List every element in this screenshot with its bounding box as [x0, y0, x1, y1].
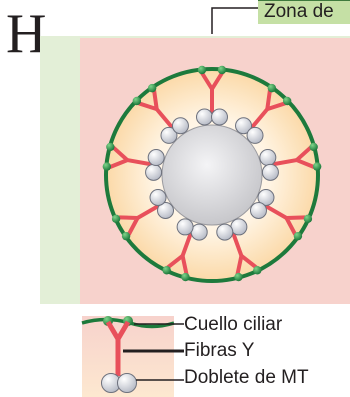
membrane-bead	[133, 97, 141, 105]
membrane-bead	[304, 215, 312, 223]
microtubule	[197, 109, 213, 125]
microtubule	[260, 150, 276, 166]
microtubule	[250, 202, 266, 218]
membrane-bead	[309, 143, 317, 151]
microtubule	[150, 190, 166, 206]
legend-doublet-b	[118, 374, 137, 393]
microtubule	[172, 118, 188, 134]
microtubule	[212, 109, 228, 125]
membrane-bead	[268, 84, 276, 92]
membrane-bead	[234, 273, 242, 281]
axoneme-lumen	[162, 125, 262, 225]
microtubule	[247, 127, 263, 143]
membrane-bead	[103, 162, 111, 170]
membrane-bead	[112, 215, 120, 223]
membrane-bead	[122, 232, 130, 240]
membrane-bead	[313, 162, 321, 170]
membrane-bead	[106, 143, 114, 151]
microtubule	[231, 219, 247, 235]
membrane-bead	[294, 232, 302, 240]
membrane-bead	[218, 66, 226, 74]
zone-label: Zona de	[258, 0, 350, 24]
microtubule	[148, 150, 164, 166]
microtubule	[262, 164, 278, 180]
membrane-bead	[148, 84, 156, 92]
legend-label-fibers: Fibras Y	[184, 340, 254, 362]
membrane-bead	[283, 97, 291, 105]
microtubule	[217, 224, 233, 240]
membrane-bead	[181, 273, 189, 281]
legend-label-collar: Cuello ciliar	[184, 314, 282, 336]
membrane-bead	[162, 266, 170, 274]
microtubule	[146, 164, 162, 180]
microtubule	[177, 219, 193, 235]
legend-label-doublet: Doblete de MT	[184, 367, 309, 389]
membrane-bead	[198, 66, 206, 74]
microtubule	[191, 224, 207, 240]
membrane-bead	[253, 266, 261, 274]
callout-line	[212, 8, 258, 34]
